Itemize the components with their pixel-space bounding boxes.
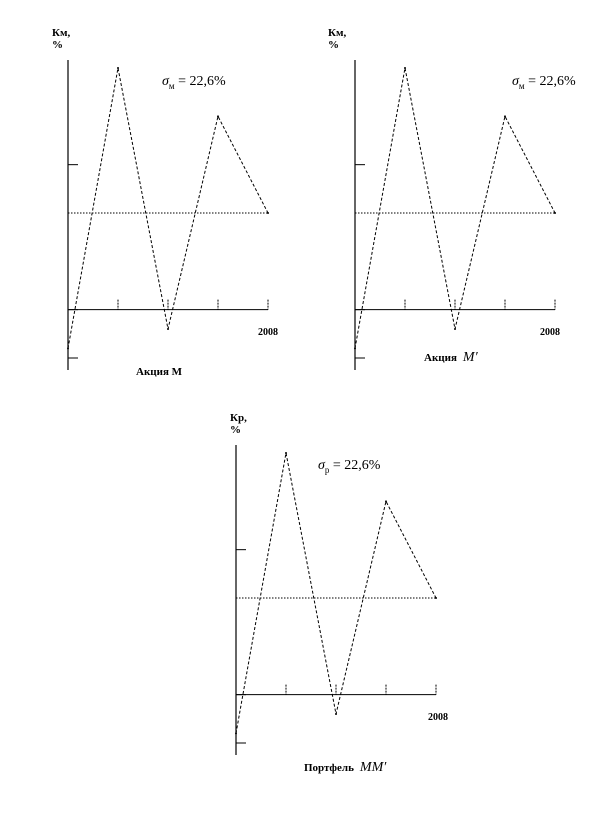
data-point <box>235 732 237 735</box>
y-axis-label: Км, % <box>52 27 71 51</box>
y-axis-label: Кр, % <box>230 412 247 436</box>
data-point <box>217 115 219 118</box>
data-point <box>404 67 406 69</box>
data-point <box>117 67 119 69</box>
data-point <box>385 500 387 503</box>
data-point <box>354 347 356 350</box>
x-tick-label: 2008 <box>540 327 560 338</box>
data-point <box>504 115 506 118</box>
sigma-label: σм = 22,6% <box>512 74 576 91</box>
x-tick-label: 2008 <box>258 327 278 338</box>
chart-caption: Акция М <box>136 366 183 378</box>
x-tick-label: 2008 <box>428 712 448 723</box>
data-point <box>554 212 556 214</box>
data-point <box>435 597 437 599</box>
sigma-label: σм = 22,6% <box>162 74 226 91</box>
y-axis-label: Км, % <box>328 27 347 51</box>
sigma-label: σр = 22,6% <box>318 458 381 475</box>
data-point <box>67 347 69 350</box>
data-point <box>267 212 269 214</box>
data-point <box>285 452 287 454</box>
data-point <box>167 328 169 330</box>
data-point <box>454 328 456 330</box>
data-point <box>335 713 337 715</box>
